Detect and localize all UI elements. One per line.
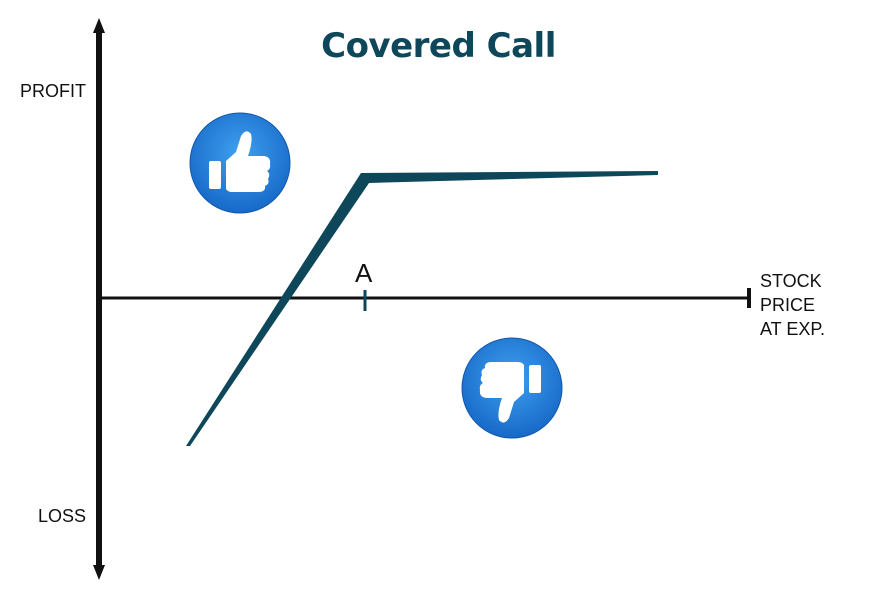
y-axis-loss-label: LOSS	[38, 506, 87, 526]
y-axis-down-arrow	[93, 565, 105, 580]
diagram-title: Covered Call	[0, 26, 877, 66]
x-axis-label-line-2: PRICE	[760, 295, 816, 315]
title-text: Covered Call	[321, 26, 556, 66]
thumbs-down-icon	[461, 337, 563, 439]
y-axis-profit-label: PROFIT	[20, 81, 86, 101]
thumbs-up-icon	[189, 112, 291, 214]
y-axis	[93, 18, 105, 580]
x-axis-label-line-3: AT EXP.	[760, 319, 826, 339]
x-axis	[99, 288, 751, 308]
payoff-line	[186, 171, 658, 446]
strike-label: A	[355, 258, 373, 288]
x-axis-label-line-1: STOCK	[760, 271, 822, 291]
y-axis-up-arrow	[93, 18, 105, 33]
x-axis-label: STOCK PRICE AT EXP.	[760, 269, 825, 341]
